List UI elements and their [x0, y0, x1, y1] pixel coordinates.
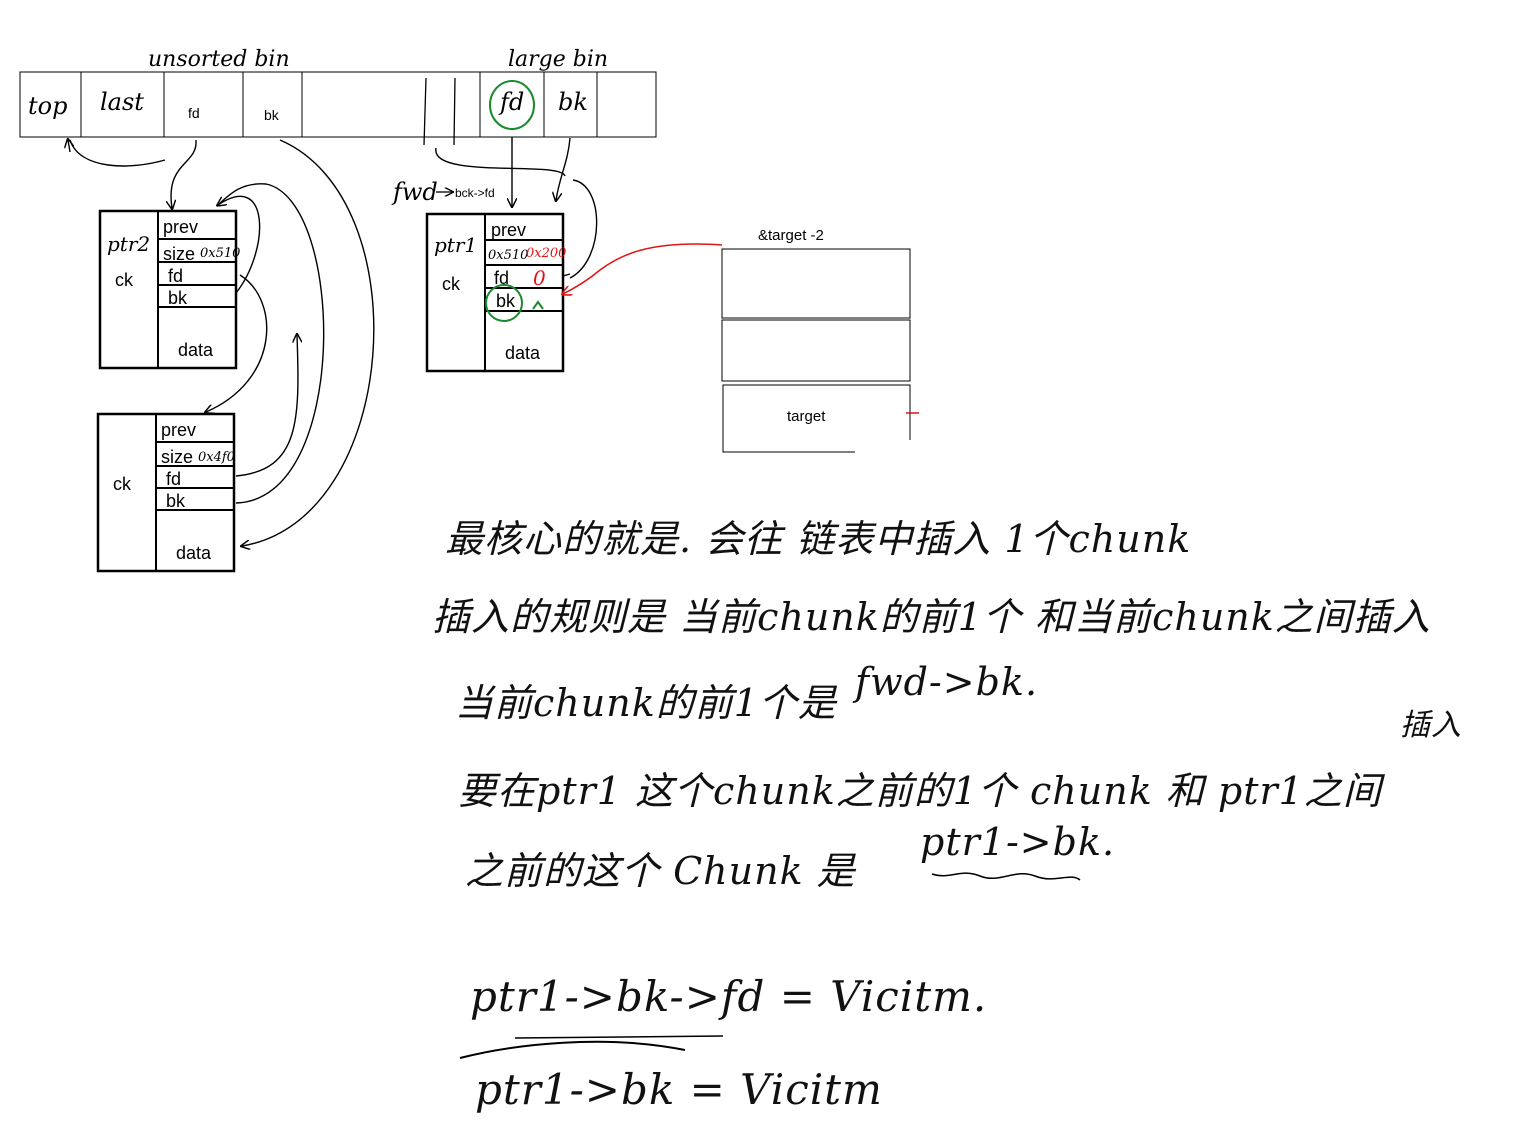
chunk-ptr1-size-new: 0x200	[526, 246, 566, 261]
note-line-5-expr: ptr1->bk.	[920, 820, 1116, 864]
note-line-2: 插入的规则是 当前chunk的前1个 和当前chunk之间插入	[432, 595, 1431, 639]
chunk-second-prev: prev	[161, 420, 196, 440]
note-line-3-expr: fwd->bk.	[855, 660, 1039, 704]
bin-fd-cell: fd	[188, 105, 200, 121]
note-line-1: 最核心的就是. 会往 链表中插入 1个chunk	[445, 517, 1192, 561]
target-stack-label: &target -2	[758, 227, 824, 244]
bk-green-mark	[532, 300, 544, 310]
chunk-ptr1-fd-new: 0	[533, 266, 546, 290]
unsorted-bin-label: unsorted bin	[148, 47, 290, 72]
note-line-5: 之前的这个 Chunk 是	[465, 849, 856, 893]
chunk-ptr1-size-value: 0x510	[488, 248, 528, 263]
bk-highlight-circle	[485, 284, 523, 322]
chunk-ptr2	[98, 209, 238, 370]
chunk-ptr2-fd: fd	[168, 266, 183, 286]
note-line-4-tail: 插入	[1400, 708, 1462, 743]
target-cell-label: target	[787, 408, 826, 425]
fd-highlight-circle	[489, 80, 535, 130]
chunk-ptr1-bk: bk	[496, 291, 516, 311]
chunk-second	[96, 412, 236, 573]
chunk-ptr1-name: ptr1	[434, 233, 477, 257]
chunk-ptr2-data: data	[178, 340, 214, 360]
target-stack	[721, 248, 911, 453]
note-line-5-underline	[931, 872, 1081, 881]
chunk-ptr2-name: ptr2	[107, 232, 150, 256]
bin-bk-cell: bk	[264, 107, 280, 123]
fwd-label: fwd	[391, 178, 438, 206]
note-line-4: 要在ptr1 这个chunk之前的1个 chunk 和 ptr1之间	[458, 769, 1382, 813]
bin-top-cell: top	[28, 92, 67, 120]
equation-1: ptr1->bk->fd = Vicitm.	[470, 972, 988, 1021]
chunk-ptr2-bk: bk	[168, 288, 188, 308]
chunk-ptr2-ck: ck	[115, 270, 134, 290]
chunk-second-fd: fd	[166, 469, 181, 489]
chunk-ptr1-data: data	[505, 343, 541, 363]
large-bin-fd-cell: fd	[498, 88, 524, 116]
bin-array-row	[19, 71, 657, 138]
bck-fd-label: bck->fd	[455, 186, 495, 200]
large-bin-label: large bin	[508, 47, 608, 72]
equation-2: ptr1->bk = Vicitm	[475, 1065, 883, 1114]
chunk-ptr1-prev: prev	[491, 220, 526, 240]
bin-last-cell: last	[100, 88, 144, 116]
chunk-second-bk: bk	[166, 491, 186, 511]
equation-1-underline	[459, 1035, 724, 1059]
note-line-3: 当前chunk的前1个是	[455, 681, 837, 725]
chunk-ptr2-size: size	[163, 244, 195, 264]
large-bin-bk-cell: bk	[558, 88, 588, 116]
chunk-ptr2-size-value: 0x510	[200, 246, 240, 261]
chunk-ptr2-prev: prev	[163, 217, 198, 237]
bin-pointer-strokes	[423, 77, 456, 146]
chunk-second-size: size	[161, 447, 193, 467]
chunk-ptr1-ck: ck	[442, 274, 461, 294]
chunk-second-ck: ck	[113, 474, 132, 494]
chunk-second-size-value: 0x4f0	[198, 450, 235, 465]
chunk-second-data: data	[176, 543, 212, 563]
red-overwrite-arrow	[563, 243, 723, 294]
chunk-ptr1-fd: fd	[494, 268, 509, 288]
pointer-arrows	[68, 137, 598, 546]
